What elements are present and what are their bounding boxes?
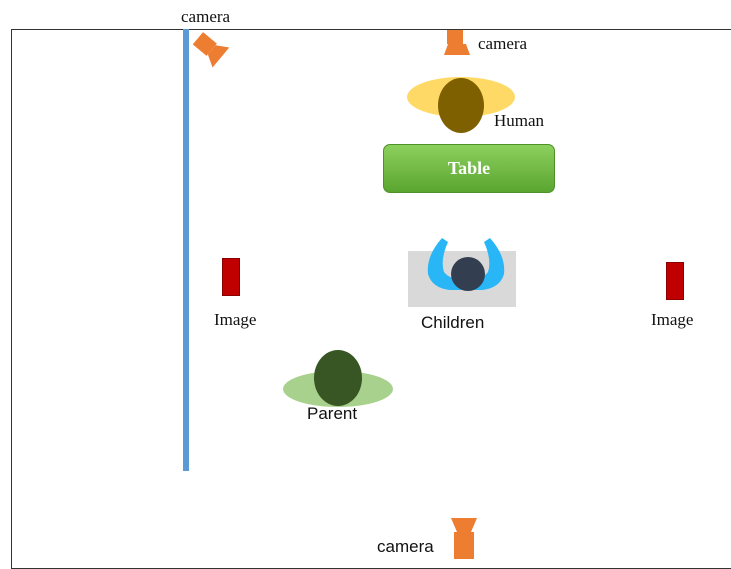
camera-label-top: camera <box>478 34 528 53</box>
room-outline <box>11 29 731 569</box>
camera-icon-left <box>192 32 230 68</box>
camera-icon-bottom <box>451 518 477 559</box>
image-rect-left <box>222 258 240 296</box>
children-label: Children <box>421 313 485 332</box>
parent-label: Parent <box>307 404 358 423</box>
camera-label-left: camera <box>181 7 231 26</box>
table-label: Table <box>447 158 491 178</box>
image-label-left: Image <box>214 310 257 329</box>
image-rect-right <box>666 262 684 300</box>
children-figure <box>427 238 505 291</box>
image-label-right: Image <box>651 310 694 329</box>
parent-head <box>314 350 362 406</box>
camera-label-bottom: camera <box>377 537 434 556</box>
camera-icon-top <box>444 30 470 55</box>
wall-divider <box>183 29 189 471</box>
human-label: Human <box>494 111 545 130</box>
table-box: Table <box>383 144 555 193</box>
human-head <box>438 78 484 133</box>
